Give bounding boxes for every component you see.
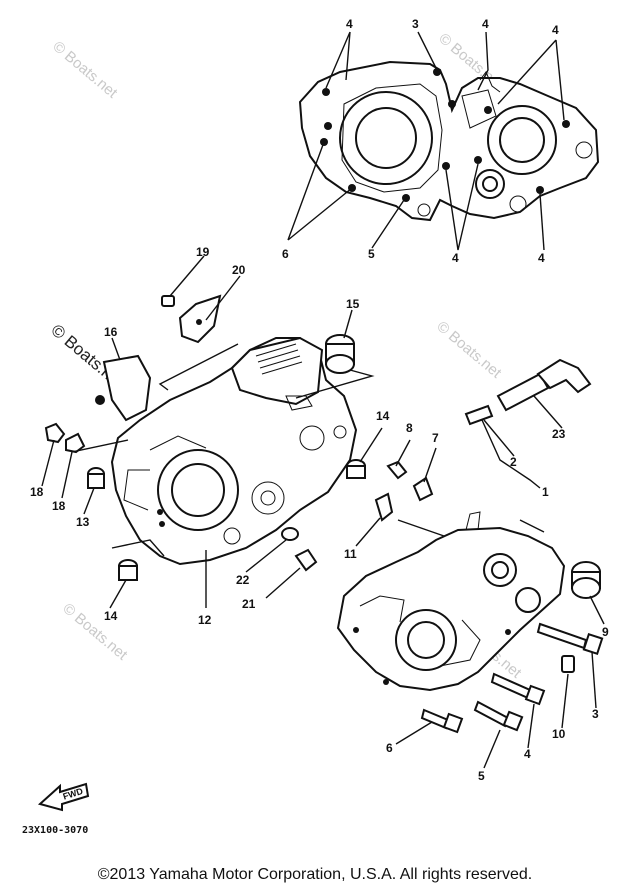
callout-24: 22 — [236, 573, 250, 587]
callout-19: 18 — [30, 485, 44, 499]
bolt-holes — [320, 68, 570, 202]
forward-arrow-icon: FWD — [37, 782, 90, 812]
callout-4: 4 — [452, 251, 459, 265]
callout-22: 23 — [552, 427, 566, 441]
callout-23: 21 — [242, 597, 256, 611]
callout-18: 18 — [52, 499, 66, 513]
callout-20: 20 — [232, 263, 246, 277]
callout-21: 19 — [196, 245, 210, 259]
callout-16: 16 — [104, 325, 118, 339]
copyright-footer: ©2013 Yamaha Motor Corporation, U.S.A. A… — [97, 866, 533, 883]
callout-4: 4 — [346, 17, 353, 31]
callout-9: 9 — [602, 625, 609, 639]
callout-13: 13 — [76, 515, 90, 529]
callout-11: 11 — [344, 547, 357, 561]
watermark: © Boats.net — [59, 600, 131, 664]
callout-10: 10 — [552, 727, 566, 741]
crankcase-top-view — [287, 31, 600, 251]
callout-8: 8 — [406, 421, 413, 435]
callout-1: 1 — [542, 485, 549, 499]
callout-4: 4 — [482, 17, 489, 31]
callout-14: 14 — [376, 409, 390, 423]
callout-3: 3 — [592, 707, 599, 721]
left-small-parts — [41, 255, 445, 609]
watermark: © Boats.net — [49, 38, 121, 102]
right-crankcase-half — [336, 358, 605, 769]
callout-labels: 4 3 4 4 6 5 4 4 19 20 15 16 18 16 18 13 … — [30, 17, 609, 783]
cooling-fins — [255, 343, 303, 375]
callout-4: 4 — [524, 747, 531, 761]
callout-6: 6 — [282, 247, 289, 261]
callout-5: 5 — [368, 247, 375, 261]
callout-5: 5 — [478, 769, 485, 783]
callout-4: 4 — [538, 251, 545, 265]
callout-3: 3 — [412, 17, 419, 31]
callout-4: 4 — [552, 23, 559, 37]
callout-2: 2 — [510, 455, 517, 469]
callout-7: 7 — [432, 431, 439, 445]
callout-6: 6 — [386, 741, 393, 755]
left-crankcase-half — [110, 336, 358, 566]
callout-14: 14 — [104, 609, 118, 623]
watermark: © Boats.net — [433, 318, 505, 382]
callout-12: 12 — [198, 613, 212, 627]
diagram-code: 23X100-3070 — [22, 825, 89, 836]
callout-15: 15 — [346, 297, 360, 311]
